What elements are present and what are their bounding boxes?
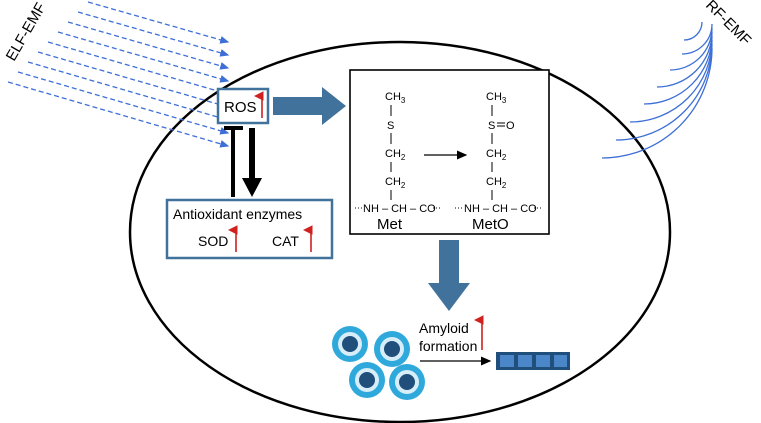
cells-cluster — [332, 326, 425, 400]
cell — [374, 331, 410, 367]
svg-text:NH – CH – CO: NH – CH – CO — [363, 203, 436, 215]
meto-structure: CH3 S O CH2 CH2 NH – CH – CO — [455, 91, 543, 215]
cell — [389, 364, 425, 400]
svg-text:CH2: CH2 — [385, 148, 406, 162]
cell — [332, 326, 368, 362]
cell-membrane-ellipse — [128, 40, 672, 423]
svg-text:O: O — [506, 120, 515, 132]
ros-to-met-arrow — [273, 87, 346, 125]
met-to-amyloid-arrow — [428, 240, 470, 311]
svg-text:CH2: CH2 — [486, 148, 507, 162]
amyloid-label-line2: formation — [419, 338, 477, 354]
svg-text:CH3: CH3 — [385, 91, 406, 105]
svg-text:CH2: CH2 — [385, 176, 406, 190]
induction-arrow — [242, 128, 262, 197]
antioxidant-label: Antioxidant enzymes — [173, 206, 302, 222]
svg-text:S: S — [387, 120, 394, 132]
elf-emf-radiation — [7, 1, 230, 148]
sod-label: SOD — [198, 233, 228, 249]
ros-label: ROS — [224, 99, 257, 116]
met-oxidation-box — [349, 69, 550, 235]
rf-emf-waves — [601, 21, 713, 159]
svg-text:CH3: CH3 — [486, 91, 507, 105]
elf-emf-label: ELF-EMF — [3, 0, 50, 64]
meto-label: MetO — [472, 216, 509, 233]
ros-box — [216, 87, 270, 125]
svg-text:CH2: CH2 — [486, 176, 507, 190]
met-label: Met — [377, 216, 403, 233]
met-structure: CH3 S CH2 CH2 NH – CH – CO — [355, 91, 441, 215]
inhibition-bar — [224, 126, 243, 197]
amyloid-fibril — [496, 352, 570, 370]
svg-text:NH – CH – CO: NH – CH – CO — [464, 203, 537, 215]
svg-text:S: S — [488, 120, 495, 132]
cell — [349, 362, 385, 398]
amyloid-label-line1: Amyloid — [419, 320, 469, 336]
cat-label: CAT — [272, 233, 299, 249]
